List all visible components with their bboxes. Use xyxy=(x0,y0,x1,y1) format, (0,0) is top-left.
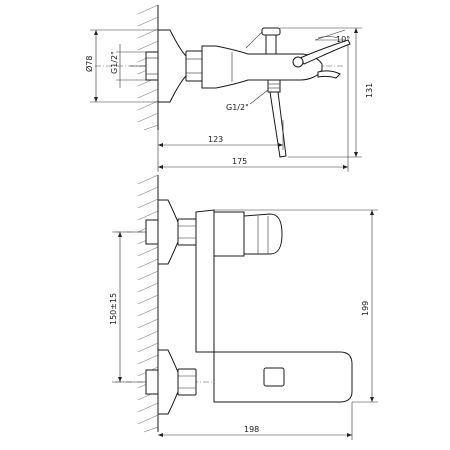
dim-height-131 xyxy=(280,27,362,158)
dim-front-width xyxy=(158,402,353,440)
label-thread-outlet: G1/2" xyxy=(226,103,249,112)
dim-total-depth xyxy=(158,44,349,172)
spout-outlet xyxy=(267,79,287,158)
label-height-131: 131 xyxy=(365,83,374,98)
mixer-body xyxy=(201,45,323,89)
label-front-height: 199 xyxy=(361,301,370,316)
front-body-plate xyxy=(195,209,215,353)
label-angle: 10° xyxy=(336,35,350,44)
diverter-knob xyxy=(245,27,281,55)
escutcheon xyxy=(157,29,187,103)
upper-connector xyxy=(145,199,197,265)
label-spout-reach: 123 xyxy=(208,135,223,144)
label-diameter: Ø78 xyxy=(84,56,94,72)
front-view: 150±15 199 198 xyxy=(109,174,378,440)
dim-center-distance xyxy=(112,231,146,383)
side-view: Ø78 G1/2" 10° G1/2" 131 123 175 xyxy=(84,4,374,172)
label-thread-inlet: G1/2" xyxy=(110,51,119,74)
dim-thread-inlet-lines xyxy=(116,44,146,88)
lower-connector xyxy=(145,349,197,415)
inlet-fitting xyxy=(145,51,159,81)
angle-arc xyxy=(317,36,339,39)
label-total-depth: 175 xyxy=(232,157,247,166)
label-front-width: 198 xyxy=(244,425,259,434)
label-center-distance: 150±15 xyxy=(109,293,118,325)
lever-handle xyxy=(292,39,351,79)
dim-front-height xyxy=(214,209,378,403)
dim-diameter xyxy=(90,29,158,103)
hex-nut xyxy=(185,50,203,82)
cartridge-block xyxy=(213,211,283,257)
front-spout xyxy=(213,351,353,403)
dim-spout-reach xyxy=(157,120,284,172)
